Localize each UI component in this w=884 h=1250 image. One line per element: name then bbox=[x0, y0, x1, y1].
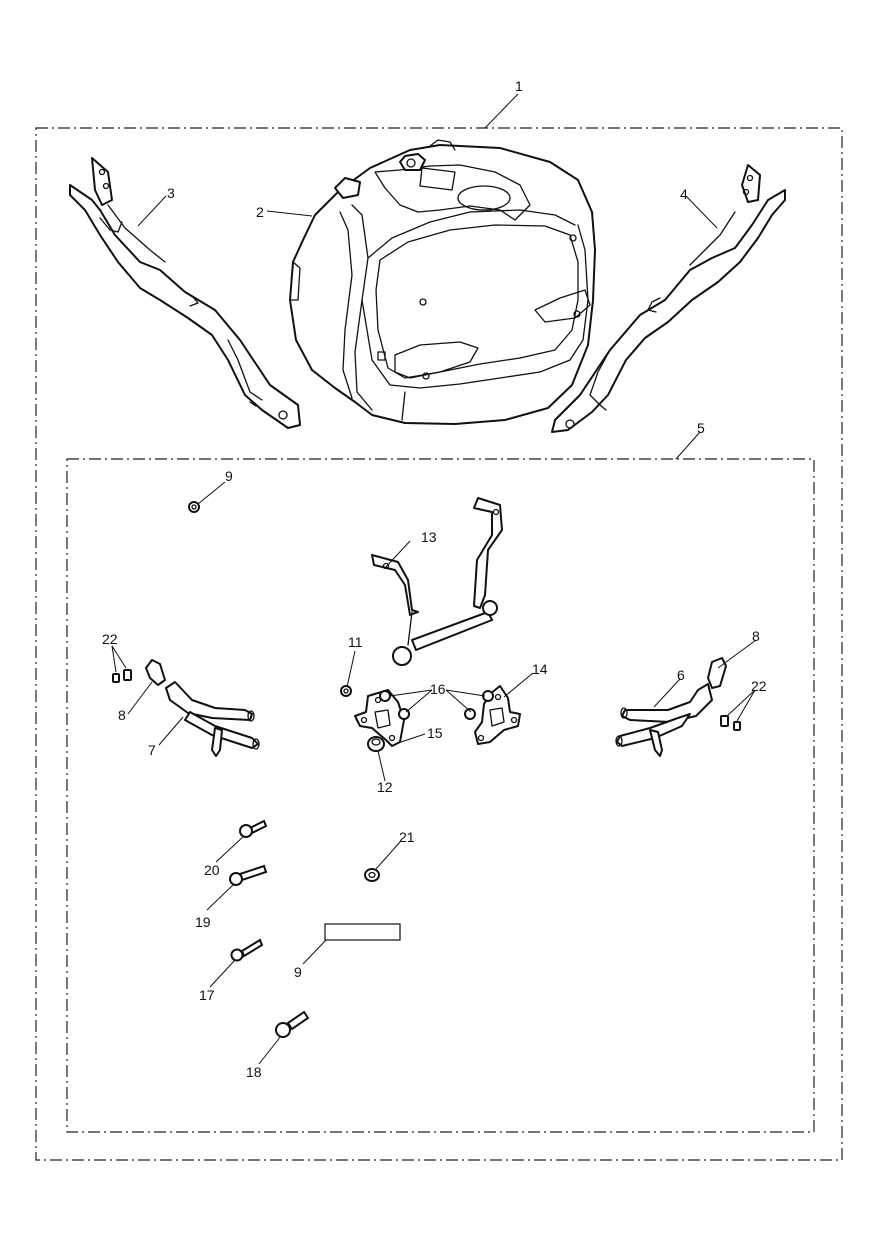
callout-5: 5 bbox=[697, 420, 705, 436]
callout-12: 12 bbox=[377, 779, 393, 795]
callout-16: 16 bbox=[430, 681, 446, 697]
screws-22-right[interactable] bbox=[720, 715, 741, 731]
kit-boundary-inner bbox=[66, 458, 815, 1133]
right-mounting-plate[interactable] bbox=[474, 685, 521, 745]
screws-22-left[interactable] bbox=[112, 669, 132, 683]
left-hanger-arm[interactable] bbox=[165, 681, 260, 757]
callout-22b: 22 bbox=[751, 678, 767, 694]
nut-9[interactable] bbox=[188, 501, 200, 513]
callout-4: 4 bbox=[680, 186, 688, 202]
main-bracket[interactable] bbox=[371, 497, 503, 666]
callout-14: 14 bbox=[532, 661, 548, 677]
bolt-20[interactable] bbox=[239, 819, 268, 838]
callout-21: 21 bbox=[399, 829, 415, 845]
bolt-19[interactable] bbox=[229, 864, 268, 886]
callout-15: 15 bbox=[427, 725, 443, 741]
leader-lines bbox=[111, 93, 757, 1065]
callout-13: 13 bbox=[421, 529, 437, 545]
spacer-12[interactable] bbox=[367, 736, 385, 752]
callout-9a: 9 bbox=[225, 468, 233, 484]
left-pad[interactable] bbox=[145, 659, 166, 686]
callout-1: 1 bbox=[515, 78, 523, 94]
left-mounting-plate[interactable] bbox=[354, 689, 405, 747]
callout-22a: 22 bbox=[102, 631, 118, 647]
callout-11: 11 bbox=[348, 634, 363, 650]
callout-3: 3 bbox=[167, 185, 175, 201]
callout-8a: 8 bbox=[118, 707, 126, 723]
nut-11[interactable] bbox=[340, 685, 352, 697]
pannier-case[interactable] bbox=[289, 139, 596, 425]
bolt-18[interactable] bbox=[275, 1010, 310, 1038]
callout-6: 6 bbox=[677, 667, 685, 683]
right-bracket-rail[interactable] bbox=[551, 164, 786, 433]
instruction-sheet[interactable] bbox=[324, 923, 401, 941]
callout-9b: 9 bbox=[294, 964, 302, 980]
right-pad[interactable] bbox=[707, 657, 727, 689]
callout-20: 20 bbox=[204, 862, 220, 878]
bolt-17[interactable] bbox=[230, 938, 264, 962]
kit-boundary-outer bbox=[35, 127, 843, 1161]
left-bracket-rail[interactable] bbox=[69, 157, 301, 429]
callout-2: 2 bbox=[256, 204, 264, 220]
washer-21[interactable] bbox=[364, 868, 380, 882]
callout-18: 18 bbox=[246, 1064, 262, 1080]
callout-8b: 8 bbox=[752, 628, 760, 644]
callout-19: 19 bbox=[195, 914, 211, 930]
callout-17: 17 bbox=[199, 987, 215, 1003]
callout-labels: 1 2 3 4 5 9 13 11 22 8 7 16 14 15 12 8 6… bbox=[102, 78, 767, 1080]
right-hanger-arm[interactable] bbox=[615, 683, 713, 757]
callout-7: 7 bbox=[148, 742, 156, 758]
